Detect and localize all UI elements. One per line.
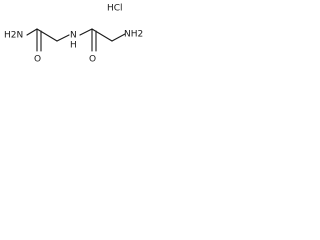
bond-c2-n2 bbox=[56, 34, 70, 42]
bond-network bbox=[26, 28, 126, 52]
structure-canvas: HCl H2N O N H O NH2 bbox=[0, 0, 145, 76]
bond-n2-c3 bbox=[79, 28, 93, 36]
glycylglycinamide-hcl-structure: HCl H2N O N H O NH2 bbox=[4, 4, 143, 65]
atom-label-h2n: H2N bbox=[4, 31, 23, 41]
bond-c3-c4 bbox=[91, 28, 113, 42]
atom-label-left-o: O bbox=[34, 55, 41, 65]
atom-label-central-h: H bbox=[70, 41, 77, 51]
atom-label-nh2: NH2 bbox=[124, 30, 143, 40]
salt-label: HCl bbox=[107, 4, 123, 14]
bond-c1-c2 bbox=[36, 28, 58, 42]
atom-label-central-n: N bbox=[70, 31, 77, 41]
bond-c1-n1 bbox=[26, 28, 38, 36]
atom-label-right-o: O bbox=[89, 55, 96, 65]
bond-c4-n3 bbox=[111, 33, 126, 42]
